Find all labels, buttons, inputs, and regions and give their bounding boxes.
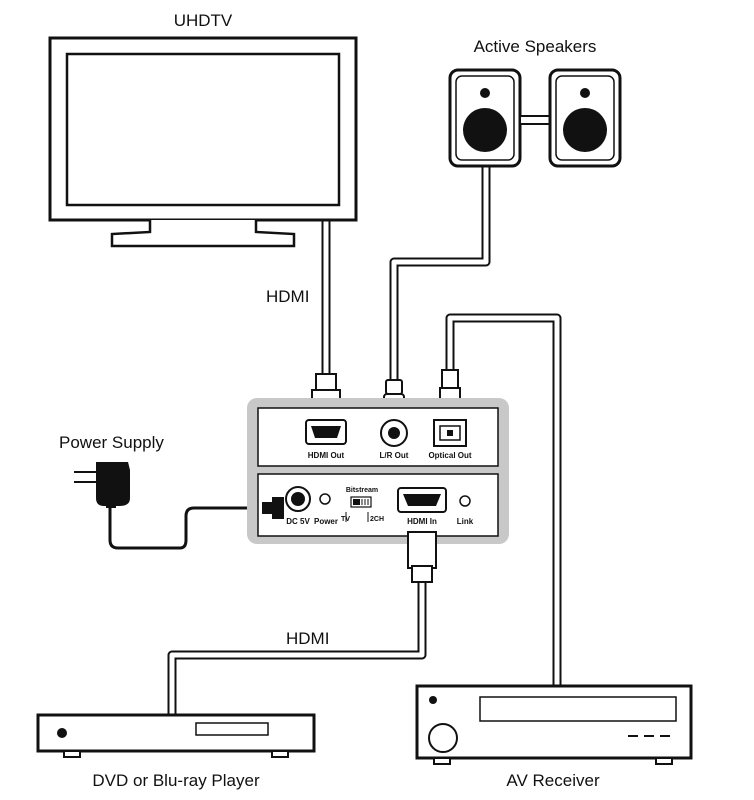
link-led [459, 495, 471, 507]
bitstream-switch [345, 496, 372, 522]
power-supply-label: Power Supply [59, 433, 164, 452]
av-receiver [415, 684, 693, 765]
uhdtv [48, 36, 358, 248]
dc5v-label: DC 5V [286, 517, 310, 526]
2ch-label: 2CH [370, 516, 384, 523]
optical-out-port [433, 419, 467, 447]
power-label: Power [314, 517, 338, 526]
hdmi-in-plug [407, 531, 437, 583]
power-led [319, 493, 331, 505]
hdmi-label-bottom: HDMI [286, 629, 329, 648]
lr-out-label: L/R Out [380, 451, 409, 460]
power-adapter [74, 462, 130, 508]
cables [108, 161, 562, 723]
hdmi-out-label: HDMI Out [308, 451, 345, 460]
dc5v-port [285, 486, 311, 512]
lr-out-port [380, 419, 408, 447]
hdmi-out-port [305, 419, 347, 445]
uhdtv-label: UHDTV [174, 11, 233, 30]
output-panel [257, 407, 499, 467]
hdmi-label-top: HDMI [266, 287, 309, 306]
tv-label: TV [341, 516, 350, 523]
hdmi-cable-player [167, 575, 427, 723]
link-label: Link [457, 517, 474, 526]
audio-cable-speakers [389, 161, 491, 389]
power-cable [108, 498, 266, 550]
speakers-label: Active Speakers [474, 37, 597, 56]
active-speakers [448, 68, 622, 168]
receiver-label: AV Receiver [506, 771, 600, 790]
optical-out-label: Optical Out [428, 451, 471, 460]
hdmi-in-port [397, 487, 447, 513]
player-label: DVD or Blu-ray Player [92, 771, 260, 790]
dc-plug [262, 497, 284, 519]
extractor-device: HDMI Out L/R Out Optical Out DC 5V Power [247, 398, 509, 544]
hdmi-in-label: HDMI In [407, 517, 437, 526]
bitstream-label: Bitstream [346, 487, 378, 494]
dvd-player [36, 713, 316, 758]
